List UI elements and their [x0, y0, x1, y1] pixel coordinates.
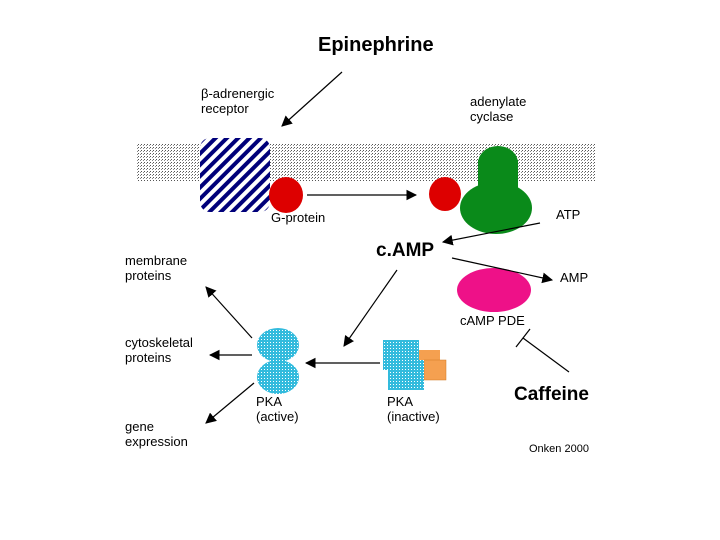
- camp-pde-shape: [457, 268, 531, 312]
- label-g-protein: G-protein: [271, 210, 326, 225]
- arrow-camp-pka: [343, 269, 398, 347]
- arrow-camp-amp: [451, 257, 554, 284]
- label-cytoskeletal-proteins: cytoskeletal proteins: [125, 335, 193, 365]
- label-atp: ATP: [556, 207, 581, 222]
- label-camp-pde: cAMP PDE: [460, 313, 525, 328]
- label-credit: Onken 2000: [529, 443, 589, 455]
- label-receptor: β-adrenergic receptor: [201, 86, 275, 116]
- arrow-pka-gene: [205, 382, 255, 424]
- label-caffeine: Caffeine: [514, 384, 589, 405]
- arrow-pka-membrane: [205, 286, 253, 339]
- caffeine-inhibition-line: [515, 328, 570, 373]
- arrow-cyclase-camp: [441, 222, 541, 246]
- g-protein-shape: [269, 177, 303, 213]
- label-pka-active: PKA (active): [256, 394, 299, 424]
- arrow-epinephrine-receptor: [281, 71, 343, 127]
- label-amp: AMP: [560, 270, 589, 285]
- g-protein-bound-shape: [429, 177, 461, 211]
- label-gene-expression: gene expression: [125, 419, 188, 449]
- pka-active-shape: [257, 328, 299, 394]
- label-membrane-proteins: membrane proteins: [125, 253, 188, 283]
- adenylate-cyclase-shape: [460, 146, 532, 234]
- label-adenylate-cyclase: adenylate cyclase: [470, 94, 527, 124]
- receptor-shape: [200, 138, 270, 212]
- title-epinephrine: Epinephrine: [318, 34, 434, 56]
- label-pka-inactive: PKA (inactive): [387, 394, 440, 424]
- label-camp: c.AMP: [376, 240, 435, 261]
- pka-inactive-shape: [383, 340, 447, 390]
